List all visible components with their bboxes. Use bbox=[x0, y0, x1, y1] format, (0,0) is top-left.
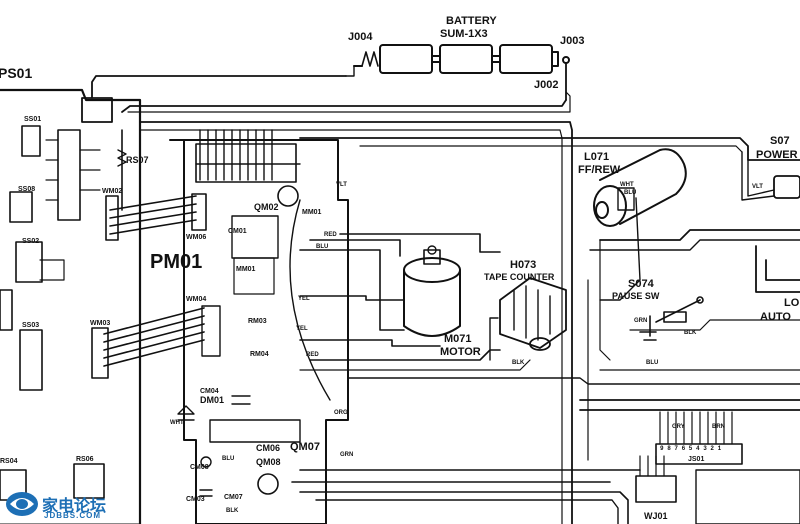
h073-tape-counter bbox=[489, 277, 567, 361]
wire-tag-red: RED bbox=[324, 232, 337, 238]
m071-motor bbox=[403, 245, 461, 337]
wire-tag-gry: GRY bbox=[672, 424, 685, 430]
rm03-label: RM03 bbox=[248, 318, 267, 325]
j004-label: J004 bbox=[348, 31, 373, 43]
wj01-label: WJ01 bbox=[644, 511, 668, 521]
tape-counter-label: TAPE COUNTER bbox=[484, 272, 555, 282]
power-label: POWER bbox=[756, 149, 798, 161]
wire-tag-blu-4: BLU bbox=[222, 456, 235, 462]
wire-tag-brn: BRN bbox=[712, 424, 725, 430]
trunk-lines bbox=[139, 121, 800, 524]
battery-wires bbox=[91, 75, 571, 113]
wm03-label: WM03 bbox=[90, 320, 111, 327]
ss01-label: SS01 bbox=[24, 116, 42, 123]
cm07-label: CM07 bbox=[224, 494, 243, 501]
pm01-label: PM01 bbox=[150, 251, 203, 273]
watermark-cn: 家电论坛 bbox=[42, 496, 107, 515]
battery-holder bbox=[345, 44, 570, 101]
small-parts bbox=[177, 395, 251, 497]
motor-wires bbox=[299, 233, 531, 371]
dm01-label: DM01 bbox=[200, 395, 225, 405]
wire-tag-wht-2: WHT bbox=[170, 420, 184, 426]
wire-tag-vlt: VLT bbox=[336, 182, 347, 188]
pm01-board bbox=[169, 139, 349, 524]
harness-wm02 bbox=[105, 193, 207, 241]
mm01-ic-label: MM01 bbox=[236, 266, 256, 273]
rm04-label: RM04 bbox=[250, 351, 269, 358]
wire-tag-grn: GRN bbox=[634, 318, 648, 324]
rs04-label: RS04 bbox=[0, 458, 18, 465]
pause-sw-label: PAUSE SW bbox=[612, 291, 660, 301]
wm02-label: WM02 bbox=[102, 188, 123, 195]
ps01-internals bbox=[0, 97, 127, 501]
wire-tag-red-2: RED bbox=[306, 352, 319, 358]
l071-solenoid bbox=[593, 148, 687, 301]
lo-label: LO bbox=[784, 297, 800, 309]
ss02-label: SS02 bbox=[22, 238, 40, 245]
m071-label: M071 bbox=[444, 333, 472, 345]
s07-label: S07 bbox=[770, 135, 790, 147]
harness-wm03 bbox=[91, 307, 205, 379]
battery-spec: SUM-1X3 bbox=[440, 28, 488, 40]
auto-label: AUTO bbox=[760, 311, 791, 323]
cm06-label: CM06 bbox=[256, 443, 281, 453]
js01-label: JS01 bbox=[688, 456, 705, 463]
jdbbs-logo-icon bbox=[6, 492, 38, 516]
wire-tag-yel-2: YEL bbox=[296, 326, 308, 332]
s074-label: S074 bbox=[628, 278, 654, 290]
qm08-label: QM08 bbox=[256, 457, 281, 467]
pm01-header bbox=[195, 129, 301, 181]
battery-title: BATTERY bbox=[446, 15, 497, 27]
s074-pause-switch bbox=[639, 296, 704, 341]
rs06-label: RS06 bbox=[76, 456, 94, 463]
wire-tag-grn-2: GRN bbox=[340, 452, 354, 458]
j002-label: J002 bbox=[534, 79, 559, 91]
ff-rew-label: FF/REW bbox=[578, 164, 621, 176]
cm08-label: CM08 bbox=[190, 464, 209, 471]
watermark-en: JDBBS.COM bbox=[44, 511, 102, 520]
h073-label: H073 bbox=[510, 259, 537, 271]
auto-switch bbox=[755, 245, 800, 293]
j003-label: J003 bbox=[560, 35, 585, 47]
cm01-label: CM01 bbox=[228, 228, 247, 235]
wire-tag-blk-2: BLK bbox=[512, 360, 525, 366]
wire-tag-blu: BLU bbox=[316, 244, 329, 250]
wire-tag-wht: WHT bbox=[620, 182, 634, 188]
l071-label: L071 bbox=[584, 151, 610, 163]
wire-tag-yel: YEL bbox=[298, 296, 310, 302]
js01-pins: 9 8 7 6 5 4 3 2 1 bbox=[660, 445, 722, 452]
qm07-label: QM07 bbox=[290, 441, 320, 453]
wire-tag-org: ORG bbox=[334, 410, 348, 416]
cm04-label: CM04 bbox=[200, 388, 219, 395]
wire-tag-blu-3: BLU bbox=[646, 360, 659, 366]
wire-tag-blk: BLK bbox=[684, 330, 697, 336]
ss08-label: SS08 bbox=[18, 186, 36, 193]
ss03-label: SS03 bbox=[22, 322, 40, 329]
s07-power-switch bbox=[741, 151, 800, 201]
wm04-label: WM04 bbox=[186, 296, 207, 303]
wire-tag-blu-2: BLU bbox=[624, 190, 637, 196]
ps01-board bbox=[0, 88, 142, 524]
qm02-label: QM02 bbox=[254, 202, 279, 212]
wm06-label: WM06 bbox=[186, 234, 207, 241]
ps01-label: PS01 bbox=[0, 65, 33, 81]
wire-tag-vlt-2: VLT bbox=[752, 184, 763, 190]
rs07-label: RS07 bbox=[126, 155, 149, 165]
wire-tag-blk-3: BLK bbox=[226, 508, 239, 514]
js01-connector bbox=[635, 411, 800, 524]
mm01-label: MM01 bbox=[302, 209, 322, 216]
motor-label: MOTOR bbox=[440, 346, 481, 358]
cm03-label: CM03 bbox=[186, 496, 205, 503]
